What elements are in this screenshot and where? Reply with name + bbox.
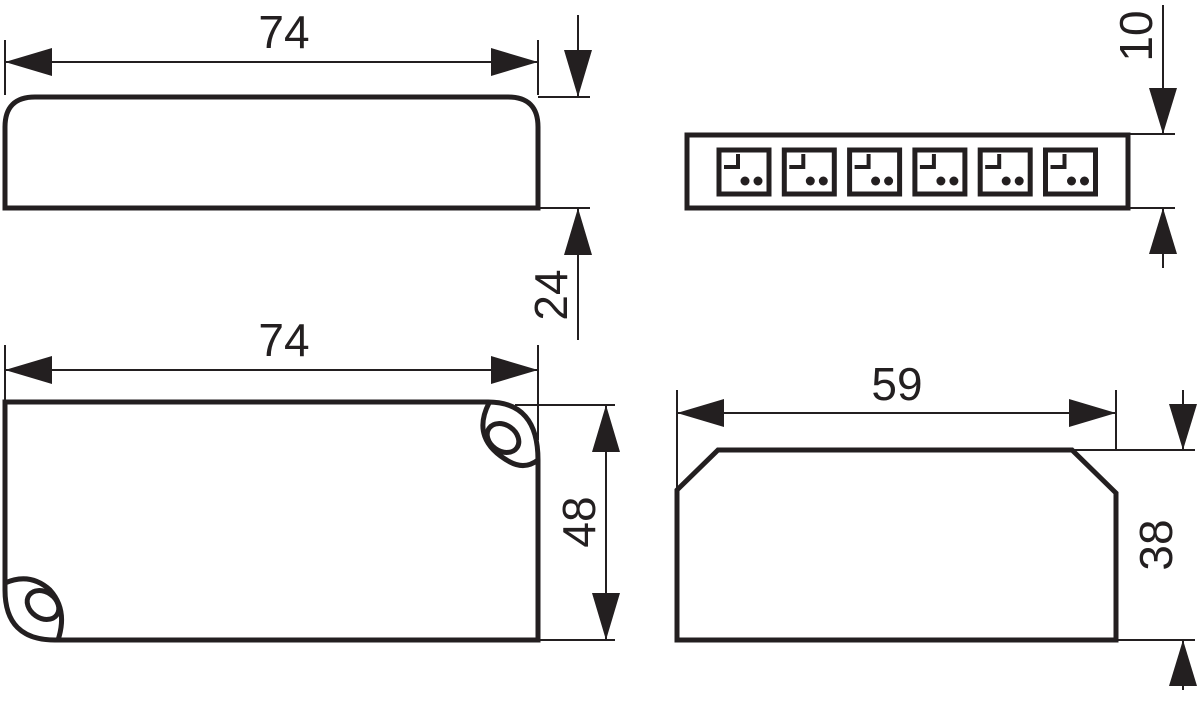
- dimension-label-front-width: 48: [553, 496, 605, 547]
- front-view-outline: [2, 399, 541, 643]
- arrowhead: [1169, 640, 1197, 686]
- connector-socket: [1043, 147, 1098, 197]
- top-view-outline: [2, 94, 541, 211]
- arrowhead: [1169, 404, 1197, 450]
- side-view: 59 38: [674, 358, 1197, 690]
- connector-row: [716, 147, 1098, 197]
- arrowhead: [564, 50, 592, 97]
- connector-socket: [912, 147, 968, 197]
- top-view: 74 24: [2, 6, 592, 340]
- dimension-label-front-length: 74: [258, 314, 309, 366]
- side-view-outline: [674, 447, 1119, 643]
- dimension-label-side-height: 38: [1130, 519, 1182, 570]
- arrowhead: [592, 405, 620, 452]
- arrowhead: [564, 208, 592, 255]
- mounting-hole-inner: [24, 588, 62, 622]
- connector-socket: [781, 147, 837, 197]
- arrowhead: [677, 399, 724, 427]
- mounting-hole-bottom-left: [3, 576, 65, 641]
- connector-socket: [977, 147, 1033, 197]
- connector-socket: [847, 147, 903, 197]
- arrowhead: [5, 356, 52, 384]
- end-view: 10: [684, 5, 1177, 268]
- front-view: 74 48: [2, 314, 620, 643]
- dimension-label-top-length: 74: [258, 6, 309, 58]
- arrowhead: [491, 48, 538, 76]
- mounting-hole-inner: [484, 421, 522, 455]
- arrowhead: [5, 48, 52, 76]
- arrowhead: [491, 356, 538, 384]
- connector-socket: [716, 147, 772, 197]
- arrowhead: [1149, 88, 1177, 134]
- dimension-label-end-height: 10: [1110, 10, 1162, 61]
- end-view-outline: [684, 132, 1131, 211]
- dimension-label-side-length: 59: [871, 358, 922, 410]
- dimension-label-top-height: 24: [525, 269, 577, 320]
- arrowhead: [1069, 399, 1116, 427]
- arrowhead: [592, 593, 620, 640]
- arrowhead: [1149, 208, 1177, 254]
- mounting-hole-top-right: [480, 401, 540, 468]
